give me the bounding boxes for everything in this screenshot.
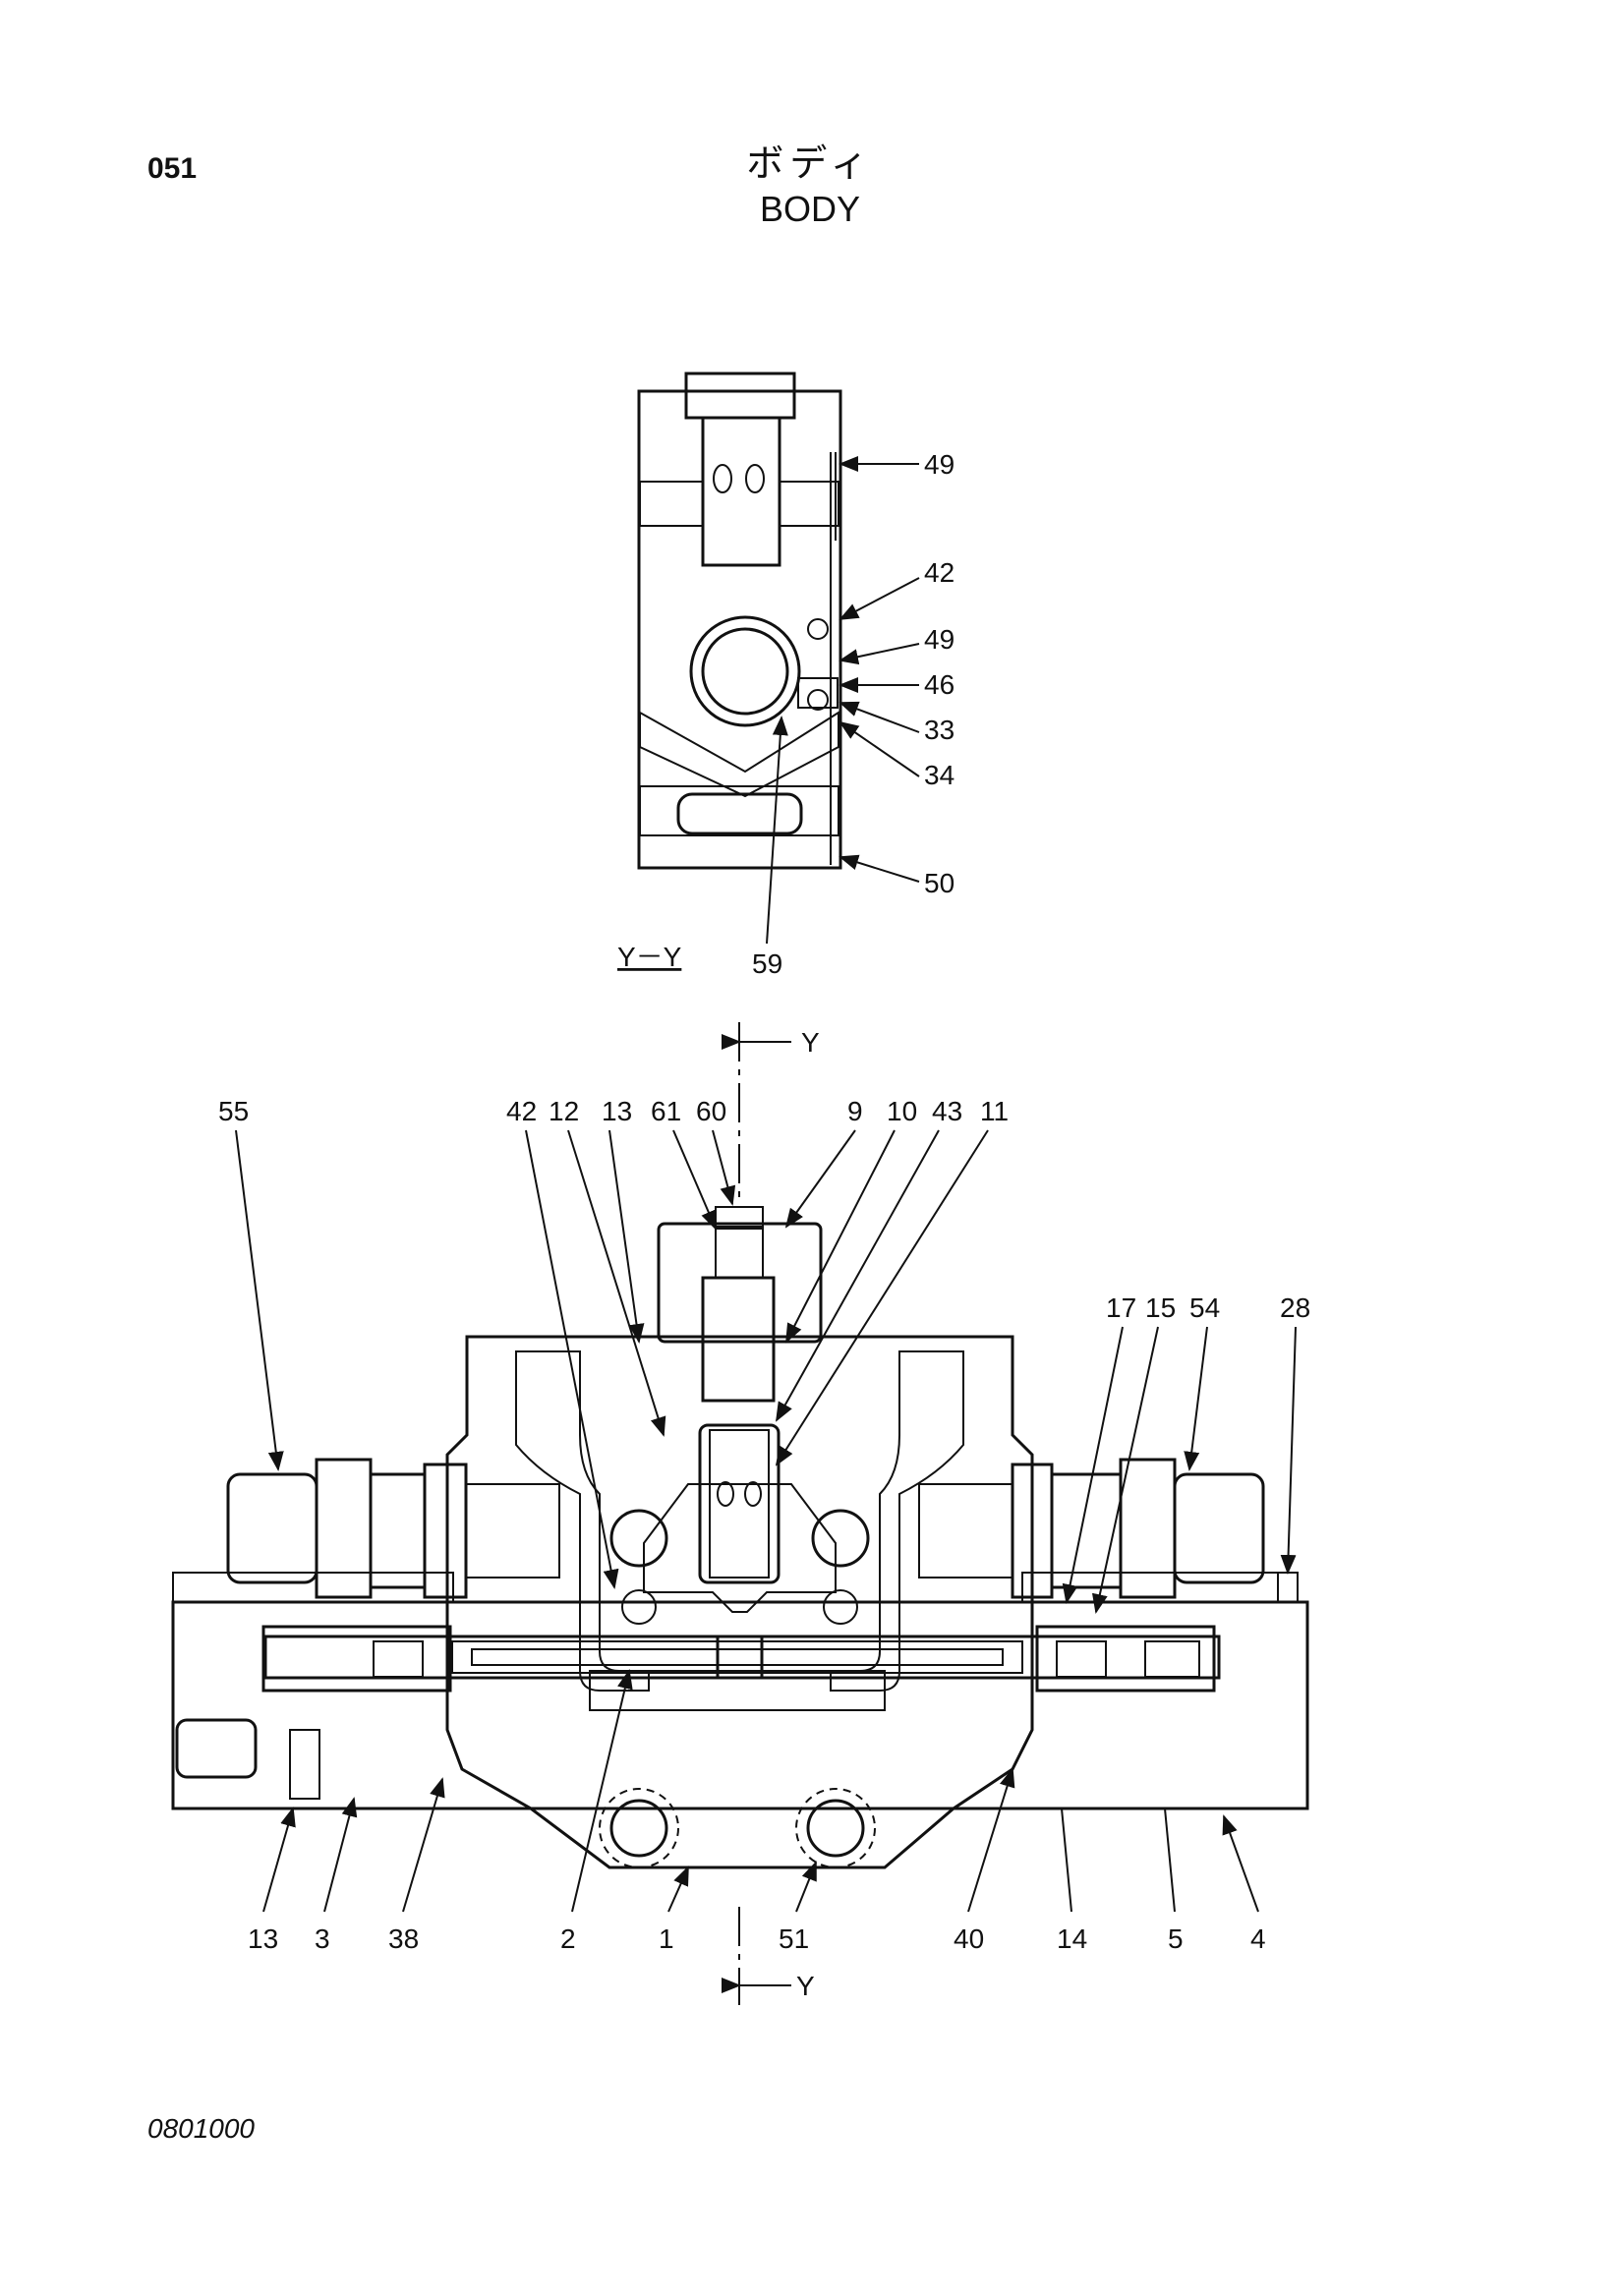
callout-43: 43 [932, 1096, 962, 1126]
section-bore [689, 615, 801, 727]
left-fitting-nut [226, 1472, 318, 1584]
callout-50: 50 [924, 868, 955, 898]
callout-15: 15 [1145, 1292, 1176, 1323]
bottom-port-left [609, 1799, 668, 1858]
section-groove [639, 711, 839, 798]
right-chamber [830, 1350, 964, 1692]
document-code: 0801000 [147, 2113, 256, 2144]
section-port-left [639, 481, 704, 527]
right-actuator [1035, 1625, 1216, 1693]
callout-34: 34 [924, 760, 955, 790]
callout-60: 60 [696, 1096, 726, 1126]
callout-40: 40 [954, 1923, 984, 1954]
section-lower-port [639, 785, 839, 836]
section-marker-top: Y [801, 1027, 820, 1058]
callout-5: 5 [1168, 1923, 1184, 1954]
left-connector [465, 1483, 560, 1578]
callout-13-bottom: 13 [248, 1923, 278, 1954]
callout-54: 54 [1189, 1292, 1220, 1323]
callout-13-top: 13 [602, 1096, 632, 1126]
right-fitting-body [1050, 1472, 1123, 1589]
callout-51: 51 [779, 1923, 809, 1954]
cap-nut [657, 1222, 823, 1344]
callout-10: 10 [887, 1096, 917, 1126]
callout-2: 2 [560, 1923, 576, 1954]
callout-11: 11 [980, 1096, 1009, 1126]
bottom-port-right [806, 1799, 865, 1858]
plug-28 [1277, 1572, 1299, 1603]
section-caption: Y－Y [617, 942, 682, 972]
callout-9: 9 [847, 1096, 863, 1126]
section-check-valve [797, 677, 839, 709]
callout-17: 17 [1106, 1292, 1136, 1323]
right-port-small [823, 1589, 858, 1625]
page-number: 051 [147, 152, 198, 185]
section-lower-chamber [676, 792, 803, 835]
left-flange [172, 1572, 454, 1603]
callout-42: 42 [924, 557, 955, 588]
callout-4: 4 [1250, 1923, 1266, 1954]
plunger-hole-right [745, 464, 765, 493]
section-spool [701, 627, 789, 716]
left-fitting-hex [315, 1458, 373, 1599]
callout-42-main: 42 [506, 1096, 537, 1126]
left-port-large [609, 1509, 668, 1568]
left-port-small [621, 1589, 657, 1625]
left-actuator [261, 1625, 452, 1693]
right-fitting-hex [1119, 1458, 1177, 1599]
center-passage [643, 1483, 837, 1613]
section-view-y-y: 49 42 49 46 33 34 50 59 Y－Y [617, 372, 955, 979]
callout-12: 12 [549, 1096, 579, 1126]
right-fitting-nut [1173, 1472, 1265, 1584]
center-body [445, 1335, 1034, 1869]
check-ball [807, 689, 829, 711]
callout-61: 61 [651, 1096, 681, 1126]
section-plunger [701, 416, 781, 567]
callout-49-mid: 49 [924, 624, 955, 655]
callout-55: 55 [218, 1096, 249, 1126]
section-port-right [779, 481, 839, 527]
section-body [637, 389, 842, 870]
callout-14: 14 [1057, 1923, 1087, 1954]
callout-46: 46 [924, 669, 955, 700]
left-plug [175, 1718, 258, 1779]
outer-housing [171, 1600, 1309, 1810]
page-title: BODY [759, 189, 861, 229]
callout-3: 3 [315, 1923, 330, 1954]
main-view: Y Y [171, 1022, 1310, 2005]
section-small-port [807, 618, 829, 640]
plunger-upper [701, 1276, 776, 1403]
right-port-large [811, 1509, 870, 1568]
plunger-lower [698, 1423, 781, 1584]
title-japanese: ボディ [746, 142, 874, 185]
callout-28: 28 [1280, 1292, 1310, 1323]
left-fitting-body [369, 1472, 427, 1589]
section-marker-bottom: Y [796, 1971, 815, 2001]
callout-49-top: 49 [924, 449, 955, 480]
right-connector [918, 1483, 1013, 1578]
callout-38: 38 [388, 1923, 419, 1954]
left-chamber [515, 1350, 650, 1692]
section-cap [684, 372, 796, 420]
callout-1: 1 [659, 1923, 674, 1954]
plunger-hole-left [713, 464, 732, 493]
callout-33: 33 [924, 715, 955, 745]
callout-59: 59 [752, 948, 782, 979]
